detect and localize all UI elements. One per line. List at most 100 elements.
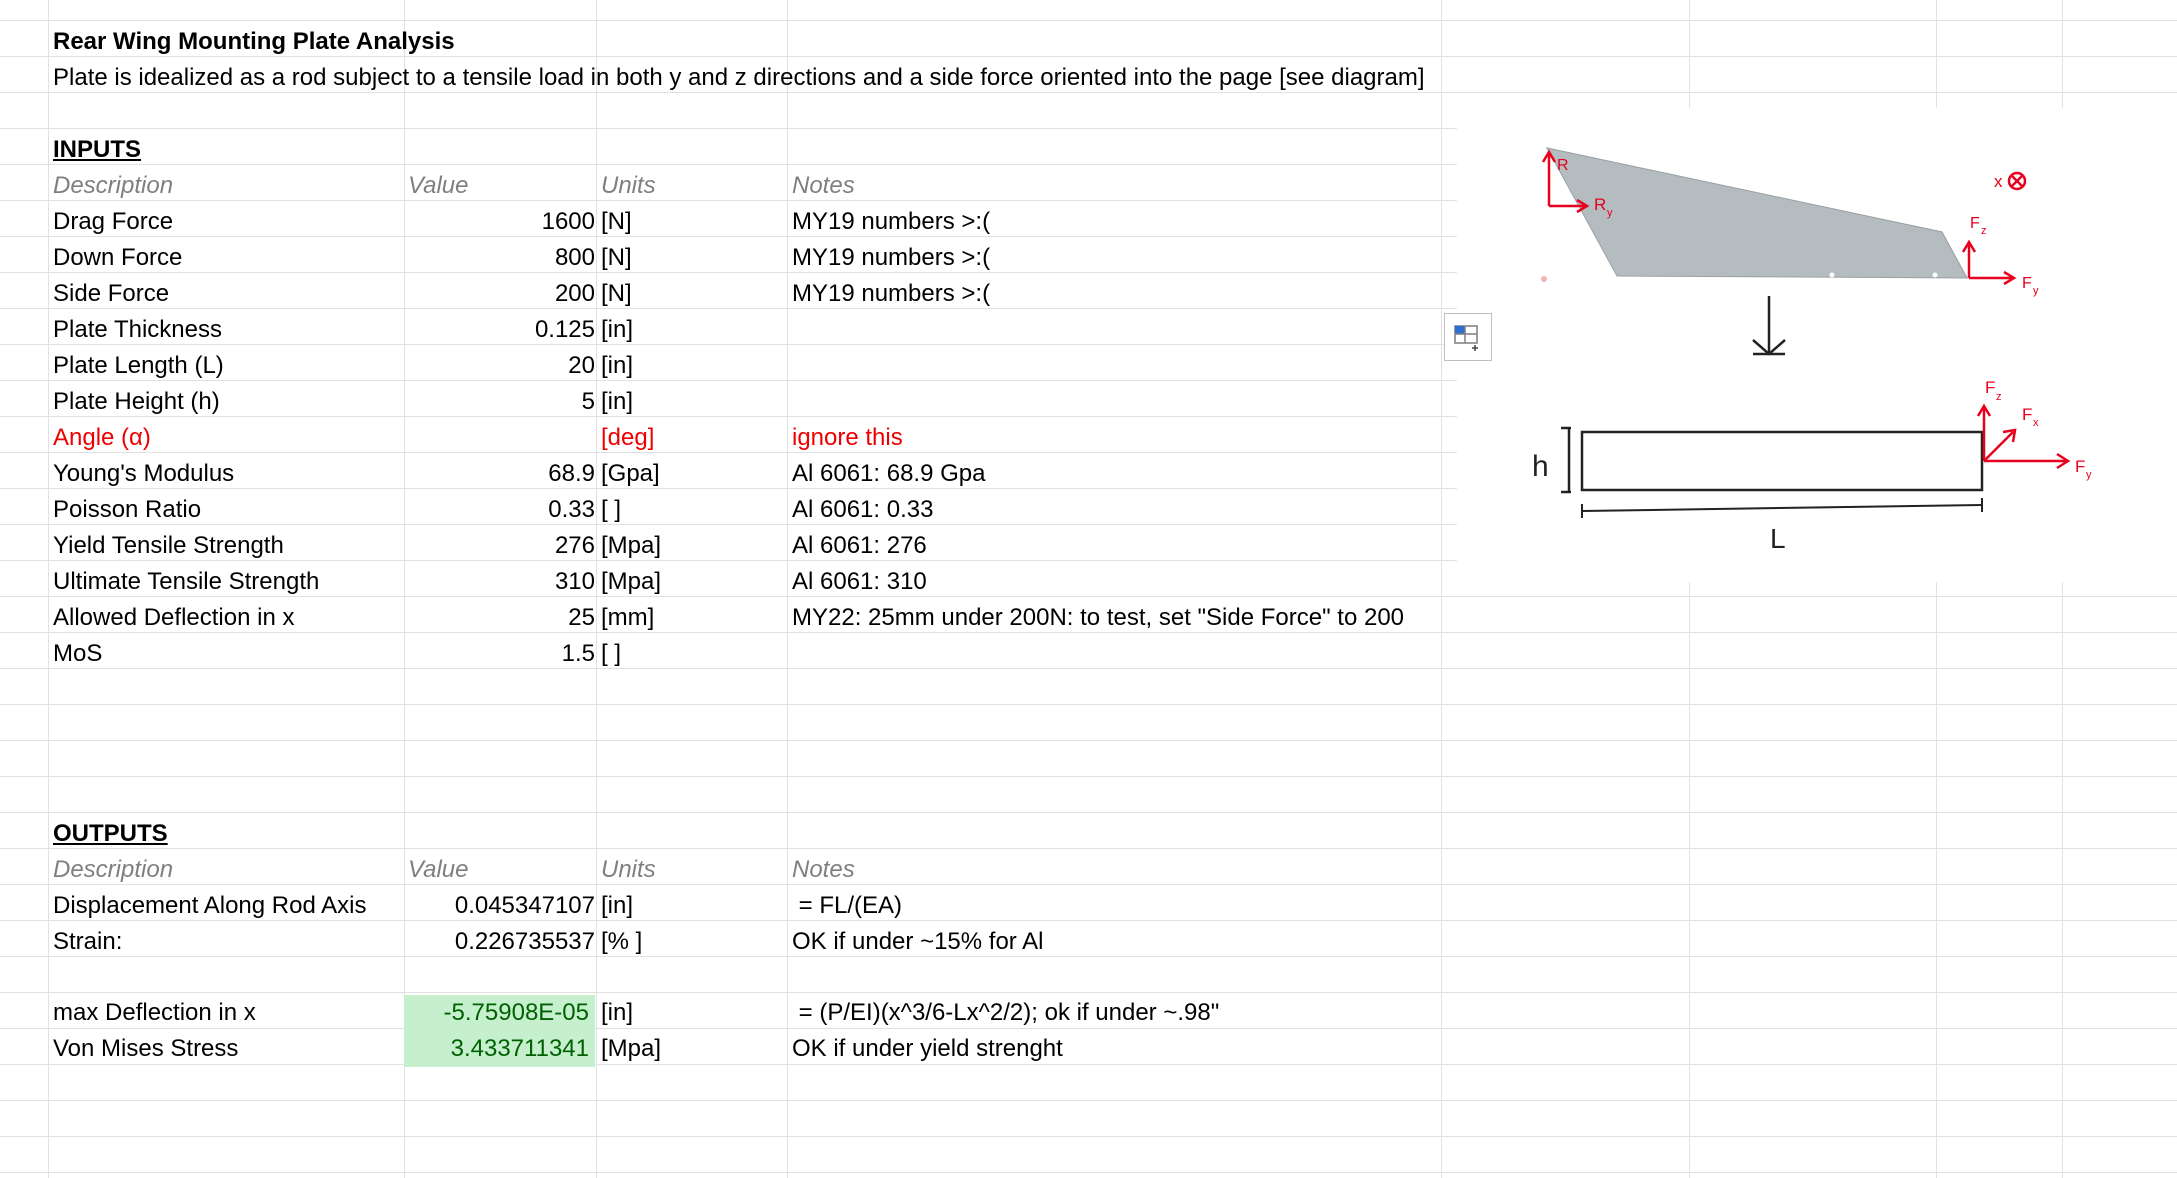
input-notes-cell[interactable]: MY22: 25mm under 200N: to test, set "Sid… — [792, 604, 1405, 631]
input-description-cell[interactable]: Poisson Ratio — [53, 496, 202, 523]
plate-outline — [1546, 147, 1968, 279]
inputs-col-notes[interactable]: Notes — [792, 172, 855, 199]
input-units-cell[interactable]: [N] — [601, 208, 632, 235]
input-notes-cell[interactable]: ignore this — [792, 424, 903, 451]
result-value-cell-highlighted[interactable]: -5.75908E-05 — [404, 995, 595, 1031]
result-units-cell[interactable]: [Mpa] — [601, 1035, 662, 1062]
input-units-cell[interactable]: [mm] — [601, 604, 655, 631]
origin-marker — [1541, 276, 1547, 282]
input-value-cell[interactable]: 0.125 — [534, 316, 595, 343]
outputs-col-description[interactable]: Description — [53, 856, 174, 883]
result-description-cell[interactable]: max Deflection in x — [53, 999, 256, 1026]
down-arrow-icon — [1752, 296, 1786, 356]
input-notes-cell[interactable]: MY19 numbers >:( — [792, 208, 991, 235]
output-description-cell[interactable]: Displacement Along Rod Axis — [53, 892, 367, 919]
input-value-cell[interactable]: 200 — [554, 280, 595, 307]
rod-force-arrows — [1976, 403, 2071, 470]
input-units-cell[interactable]: [Gpa] — [601, 460, 660, 487]
input-units-cell[interactable]: [in] — [601, 316, 634, 343]
output-value-cell[interactable]: 0.045347107 — [454, 892, 595, 919]
input-description-cell[interactable]: Side Force — [53, 280, 170, 307]
input-description-cell[interactable]: Young's Modulus — [53, 460, 235, 487]
result-notes-cell[interactable]: OK if under yield strenght — [792, 1035, 1063, 1062]
result-description-cell[interactable]: Von Mises Stress — [53, 1035, 239, 1062]
length-dimension — [1581, 498, 1983, 518]
tip-fy-subscript: y — [2033, 285, 2039, 297]
input-value-cell[interactable]: 5 — [581, 388, 595, 415]
input-units-cell[interactable]: [Mpa] — [601, 568, 662, 595]
input-value-cell[interactable]: 800 — [554, 244, 595, 271]
input-notes-cell[interactable]: Al 6061: 68.9 Gpa — [792, 460, 986, 487]
input-value-cell[interactable]: 68.9 — [548, 460, 595, 487]
sheet-subtitle[interactable]: Plate is idealized as a rod subject to a… — [53, 64, 1425, 91]
output-description-cell[interactable]: Strain: — [53, 928, 123, 955]
hole-marker — [1829, 272, 1835, 278]
outputs-col-notes[interactable]: Notes — [792, 856, 855, 883]
reaction-arrows — [1541, 149, 1590, 214]
input-units-cell[interactable]: [N] — [601, 280, 632, 307]
paste-options-button[interactable] — [1444, 313, 1492, 361]
tip-fy-label: F — [2022, 275, 2032, 292]
output-units-cell[interactable]: [in] — [601, 892, 634, 919]
input-description-cell[interactable]: Yield Tensile Strength — [53, 532, 284, 559]
height-label: h — [1532, 450, 1549, 483]
inputs-col-description[interactable]: Description — [53, 172, 174, 199]
tip-force-arrows — [1961, 239, 2017, 286]
input-description-cell[interactable]: Plate Thickness — [53, 316, 222, 343]
input-value-cell[interactable]: 20 — [568, 352, 595, 379]
input-value-cell[interactable]: 276 — [554, 532, 595, 559]
input-value-cell[interactable]: 310 — [554, 568, 595, 595]
inputs-heading[interactable]: INPUTS — [53, 136, 142, 163]
input-value-cell[interactable]: 1600 — [541, 208, 595, 235]
input-description-cell[interactable]: Angle (α) — [53, 424, 151, 451]
input-description-cell[interactable]: Drag Force — [53, 208, 174, 235]
outputs-col-value[interactable]: Value — [408, 856, 469, 883]
input-notes-cell[interactable]: Al 6061: 276 — [792, 532, 927, 559]
input-notes-cell[interactable]: Al 6061: 0.33 — [792, 496, 934, 523]
tip-fz-subscript: z — [1981, 225, 1987, 237]
output-notes-cell[interactable]: = FL/(EA) — [792, 892, 903, 919]
result-units-cell[interactable]: [in] — [601, 999, 634, 1026]
input-notes-cell[interactable]: MY19 numbers >:( — [792, 244, 991, 271]
rod-fy-label: F — [2075, 457, 2085, 476]
reaction-z-label: R — [1557, 157, 1569, 174]
inputs-col-units[interactable]: Units — [601, 172, 656, 199]
output-units-cell[interactable]: [% ] — [601, 928, 643, 955]
input-description-cell[interactable]: Down Force — [53, 244, 183, 271]
input-units-cell[interactable]: [in] — [601, 388, 634, 415]
result-notes-cell[interactable]: = (P/EI)(x^3/6-Lx^2/2); ok if under ~.98… — [792, 999, 1220, 1026]
plate-free-body-diagram[interactable]: R R y x F F h L — [1457, 108, 2177, 582]
outputs-heading[interactable]: OUTPUTS — [53, 820, 168, 847]
input-units-cell[interactable]: [Mpa] — [601, 532, 662, 559]
input-units-cell[interactable]: [deg] — [601, 424, 655, 451]
input-description-cell[interactable]: Plate Length (L) — [53, 352, 224, 379]
input-description-cell[interactable]: Ultimate Tensile Strength — [53, 568, 320, 595]
height-dimension — [1561, 426, 1571, 494]
input-units-cell[interactable]: [in] — [601, 352, 634, 379]
input-description-cell[interactable]: Allowed Deflection in x — [53, 604, 295, 631]
output-value-cell[interactable]: 0.226735537 — [454, 928, 595, 955]
rod-fy-subscript: y — [2086, 469, 2092, 481]
input-description-cell[interactable]: MoS — [53, 640, 103, 667]
into-page-icon — [2007, 171, 2027, 191]
input-value-cell[interactable]: 25 — [568, 604, 595, 631]
input-units-cell[interactable]: [ ] — [601, 640, 622, 667]
input-units-cell[interactable]: [ ] — [601, 496, 622, 523]
input-units-cell[interactable]: [N] — [601, 244, 632, 271]
hole-marker — [1932, 272, 1938, 278]
idealized-rod — [1580, 430, 1984, 492]
tip-fz-label: F — [1970, 215, 1980, 232]
input-value-cell[interactable]: 1.5 — [561, 640, 595, 667]
input-notes-cell[interactable]: MY19 numbers >:( — [792, 280, 991, 307]
rod-fx-label: F — [2022, 405, 2032, 424]
sheet-title[interactable]: Rear Wing Mounting Plate Analysis — [53, 28, 455, 55]
input-value-cell[interactable]: 0.33 — [548, 496, 595, 523]
paste-options-icon — [1454, 325, 1478, 351]
result-value-cell-highlighted[interactable]: 3.433711341 — [404, 1031, 595, 1067]
input-description-cell[interactable]: Plate Height (h) — [53, 388, 220, 415]
outputs-col-units[interactable]: Units — [601, 856, 656, 883]
input-notes-cell[interactable]: Al 6061: 310 — [792, 568, 927, 595]
inputs-col-value[interactable]: Value — [408, 172, 469, 199]
output-notes-cell[interactable]: OK if under ~15% for Al — [792, 928, 1044, 955]
rod-fz-label: F — [1985, 378, 1995, 397]
